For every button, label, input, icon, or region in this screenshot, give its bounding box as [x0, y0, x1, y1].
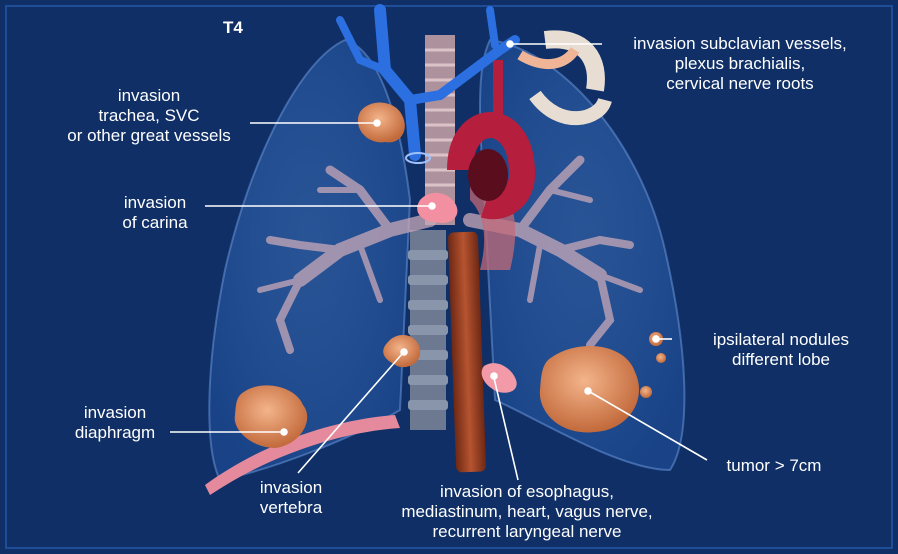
label-line: invasion subclavian vessels, [606, 34, 874, 54]
label-line: trachea, SVC [48, 106, 250, 126]
label-line: invasion [106, 193, 204, 213]
label-esophagus: invasion of esophagus, mediastinum, hear… [396, 482, 658, 542]
label-line: mediastinum, heart, vagus nerve, [396, 502, 658, 522]
label-tumor-size: tumor > 7cm [712, 456, 836, 476]
spine [408, 230, 448, 430]
label-vertebra: invasion vertebra [236, 478, 346, 518]
label-line: recurrent laryngeal nerve [396, 522, 658, 542]
nodule-2 [656, 353, 666, 363]
stage-title: T4 [223, 18, 243, 38]
label-line: diaphragm [60, 423, 170, 443]
label-line: invasion of esophagus, [396, 482, 658, 502]
label-line: invasion [48, 86, 250, 106]
label-subclavian: invasion subclavian vessels, plexus brac… [606, 34, 874, 94]
label-line: ipsilateral nodules [676, 330, 886, 350]
label-diaphragm: invasion diaphragm [60, 403, 170, 443]
label-line: invasion [236, 478, 346, 498]
label-line: different lobe [676, 350, 886, 370]
nodule-3 [640, 386, 652, 398]
label-line: tumor > 7cm [712, 456, 836, 476]
esophagus [448, 232, 486, 473]
label-line: or other great vessels [48, 126, 250, 146]
label-nodules: ipsilateral nodules different lobe [676, 330, 886, 370]
label-line: cervical nerve roots [606, 74, 874, 94]
label-line: of carina [106, 213, 204, 233]
label-line: invasion [60, 403, 170, 423]
label-line: vertebra [236, 498, 346, 518]
label-carina: invasion of carina [106, 193, 204, 233]
label-great-vessels: invasion trachea, SVC or other great ves… [48, 86, 250, 146]
label-line: plexus brachialis, [606, 54, 874, 74]
